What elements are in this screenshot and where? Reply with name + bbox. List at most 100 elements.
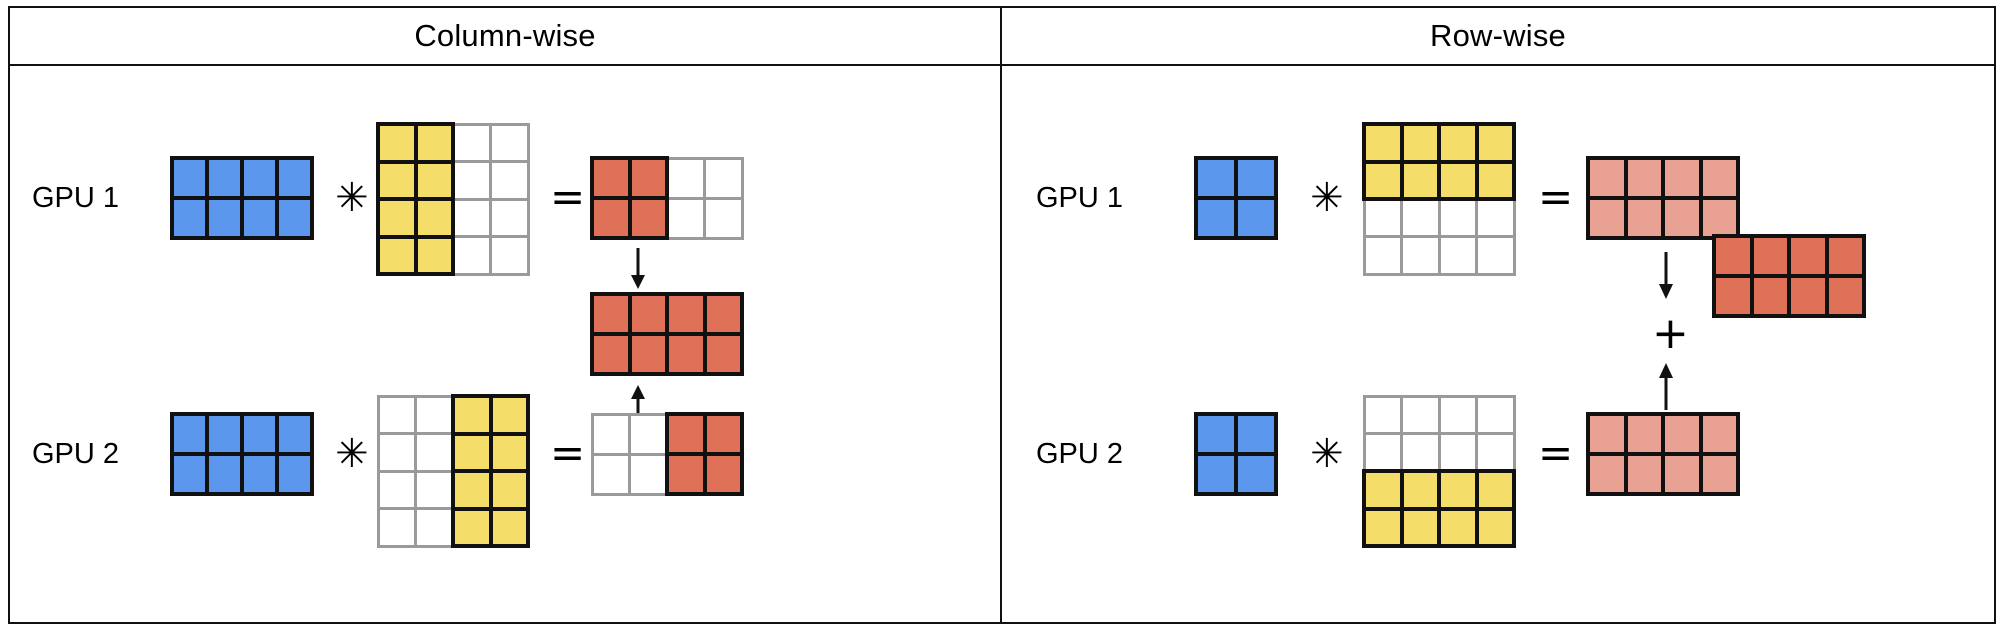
matrix-cell [1661,412,1703,456]
matrix-cell [170,452,209,496]
matrix-cell [665,292,707,336]
matrix-cell [1362,506,1404,548]
matrix-cell [590,332,632,376]
matrix-cell [1623,156,1665,200]
matrix-cell [414,432,455,473]
matrix-cell [451,235,492,276]
matrix-cell [488,394,530,436]
matrix-cell [1437,197,1478,238]
matrix-cell [1586,412,1628,456]
matrix-cell [1474,469,1516,511]
matrix-cell [413,197,455,239]
matrix-cell [1475,197,1516,238]
panel-row-wise: GPU 1 ✳ = + [1002,66,1994,622]
down-arrow-icon [626,248,650,290]
equals-operator: = [550,172,586,221]
matrix-cell [205,196,244,240]
matrix-cell [451,431,493,473]
matrix-cell [1824,274,1866,318]
matrix-cell [414,507,455,548]
row-wise-combined-output-matrix [1712,234,1866,318]
matrix-cell [1437,469,1479,511]
matrix-cell [1475,432,1516,473]
matrix-cell [376,234,418,276]
matrix-cell [702,412,744,456]
gpu-label-2: GPU 2 [1036,438,1124,470]
up-arrow-icon [1654,362,1678,410]
matrix-cell [275,452,314,496]
column-wise-gpu2-weight-matrix [376,394,530,548]
matrix-cell [240,196,279,240]
panel-column-wise: GPU 1 ✳ = [10,66,1002,622]
column-wise-gpu1-activation-matrix [170,156,314,240]
matrix-cell [627,332,669,376]
matrix-cell [451,197,492,238]
matrix-cell [414,469,455,510]
matrix-cell [1399,159,1441,201]
gpu-label-1: GPU 1 [1036,182,1124,214]
matrix-cell [1362,235,1403,276]
matrix-cell [240,452,279,496]
matrix-cell [1437,394,1478,435]
matrix-cell [627,292,669,336]
column-wise-gpu2-output-matrix [590,412,744,496]
matrix-cell [1234,412,1278,456]
matrix-cell [414,394,455,435]
matrix-cell [1362,197,1403,238]
matrix-cell [702,292,744,336]
matrix-cell [627,156,669,200]
matrix-cell [488,506,530,548]
matrix-cell [1475,235,1516,276]
matrix-cell [1698,412,1740,456]
matrix-cell [1400,197,1441,238]
matrix-cell [1698,196,1740,240]
matrix-cell [1661,156,1703,200]
equals-operator: = [1538,172,1574,221]
matrix-cell [1698,156,1740,200]
matrix-cell [413,122,455,164]
matrix-cell [1661,196,1703,240]
matrix-cell [702,332,744,376]
equals-operator: = [1538,428,1574,477]
matrix-cell [376,197,418,239]
matrix-cell [1400,394,1441,435]
matrix-cell [627,196,669,240]
matrix-cell [170,156,209,200]
matrix-cell [1586,156,1628,200]
matrix-cell [170,412,209,456]
matrix-cell [240,156,279,200]
matrix-cell [376,507,417,548]
matrix-cell [413,234,455,276]
matrix-cell [665,156,706,200]
matrix-cell [1362,122,1404,164]
matrix-cell [451,469,493,511]
matrix-cell [489,122,530,163]
matrix-cell [1749,234,1791,278]
matrix-cell [628,452,669,496]
matrix-cell [1437,235,1478,276]
matrix-cell [1362,394,1403,435]
matrix-cell [488,431,530,473]
matrix-cell [489,235,530,276]
matrix-cell [1475,394,1516,435]
matrix-cell [1474,506,1516,548]
matrix-cell [1474,159,1516,201]
equals-operator: = [550,428,586,477]
matrix-cell [275,156,314,200]
row-wise-gpu1-output-matrix [1586,156,1740,240]
matrix-cell [665,452,707,496]
matrix-cell [1623,196,1665,240]
matrix-cell [170,196,209,240]
matrix-cell [1787,274,1829,318]
matrix-cell [702,452,744,496]
matrix-cell [451,122,492,163]
matrix-cell [1661,452,1703,496]
gpu-label-1: GPU 1 [32,182,120,214]
matrix-cell [665,412,707,456]
matrix-cell [590,292,632,336]
matrix-cell [376,432,417,473]
matrix-cell [205,156,244,200]
matrix-cell [1712,234,1754,278]
matrix-cell [1234,196,1278,240]
